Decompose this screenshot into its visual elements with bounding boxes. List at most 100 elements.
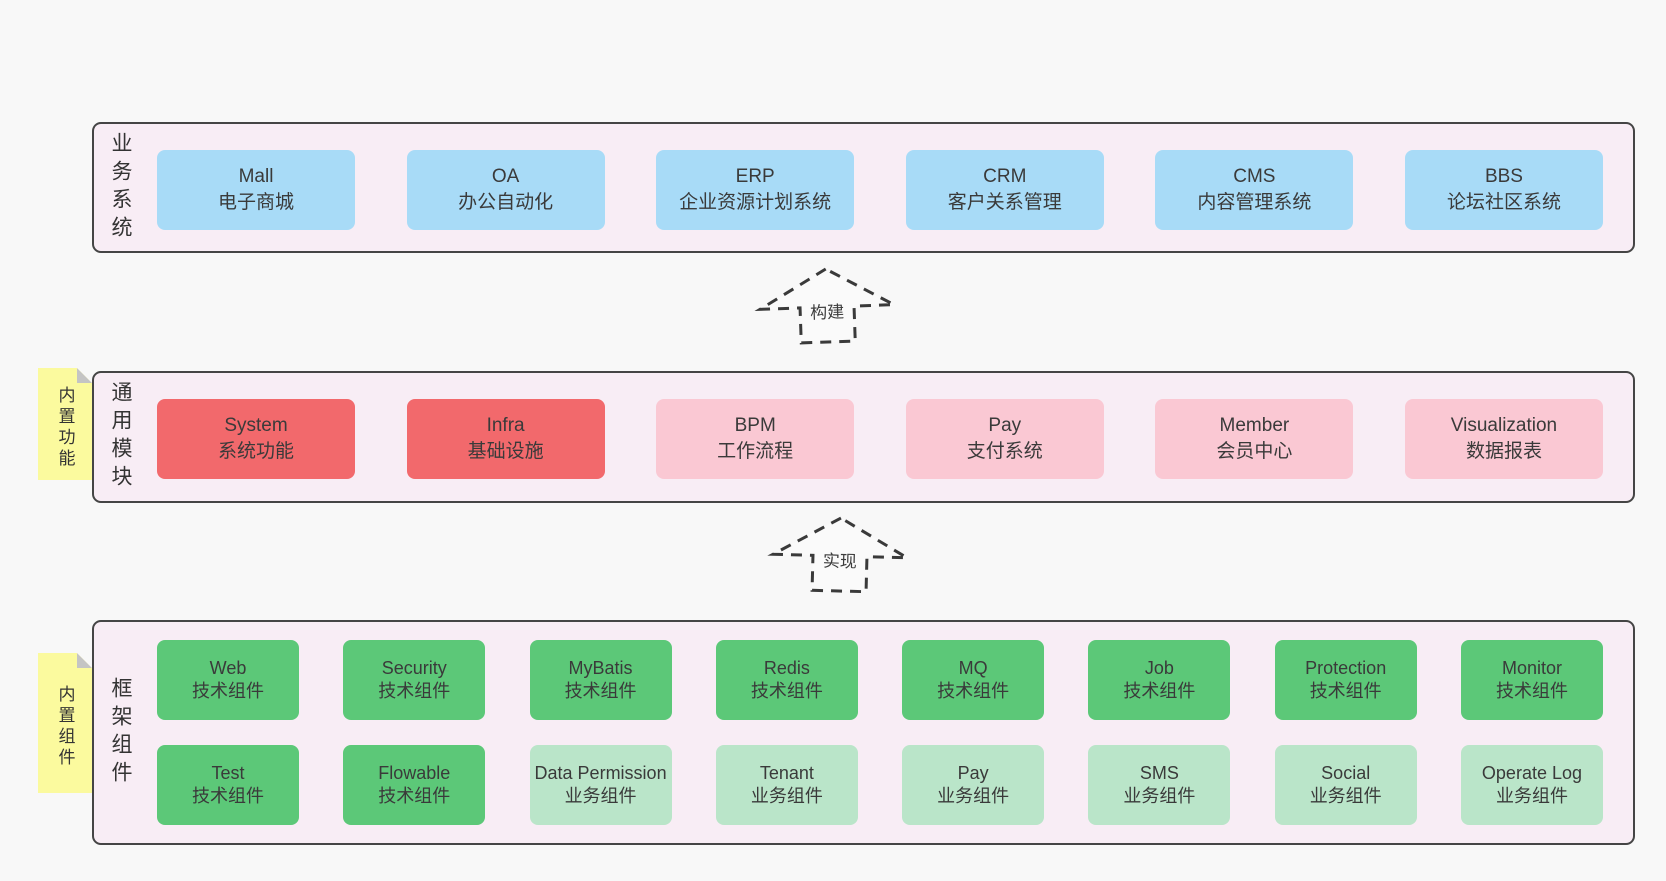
box-subtitle: 论坛社区系统 <box>1446 192 1561 213</box>
box-social: Social 业务组件 <box>1274 745 1417 825</box>
box-flowable: Flowable 技术组件 <box>343 745 486 825</box>
box-title: Redis <box>763 658 810 678</box>
box-subtitle: 企业资源计划系统 <box>679 192 832 213</box>
layer-title-vertical: 框架组件 <box>109 676 132 789</box>
folded-corner-icon <box>77 653 92 668</box>
box-title: CRM <box>983 166 1027 187</box>
box-subtitle: 电子商城 <box>217 192 294 213</box>
box-title: Monitor <box>1501 658 1562 678</box>
box-mybatis: MyBatis 技术组件 <box>529 640 672 720</box>
box-subtitle: 工作流程 <box>717 441 794 462</box>
box-test: Test 技术组件 <box>157 745 299 825</box>
box-title: Infra <box>486 415 525 436</box>
box-title: Security <box>381 658 447 678</box>
box-subtitle: 技术组件 <box>937 681 1010 701</box>
box-erp: ERP 企业资源计划系统 <box>656 150 855 230</box>
box-title: Visualization <box>1450 415 1558 436</box>
box-subtitle: 技术组件 <box>192 681 264 701</box>
box-job: Job 技术组件 <box>1088 640 1231 720</box>
box-system: System 系统功能 <box>157 399 355 479</box>
sticky-note-built-in-components: 内置组件 <box>38 653 92 793</box>
sticky-note-label: 内置功能 <box>55 386 75 470</box>
box-title: Flowable <box>378 763 451 783</box>
box-subtitle: 技术组件 <box>1495 681 1568 701</box>
layer-title-vertical: 通用模块 <box>109 381 132 493</box>
box-title: Job <box>1144 658 1174 678</box>
box-pay: Pay 支付系统 <box>905 399 1104 479</box>
box-subtitle: 业务组件 <box>1123 786 1196 806</box>
box-title: CMS <box>1233 166 1276 187</box>
arrow-label: 构建 <box>806 297 848 324</box>
box-data-permission: Data Permission 业务组件 <box>529 745 672 825</box>
box-mq: MQ 技术组件 <box>902 640 1045 720</box>
box-title: MyBatis <box>568 658 633 678</box>
box-title: Member <box>1219 415 1290 436</box>
box-protection: Protection 技术组件 <box>1274 640 1417 720</box>
layer-common-modules: 通用模块 System 系统功能 Infra 基础设施 BPM 工作流程 Pay 支付系统 Me… <box>92 371 1635 503</box>
box-subtitle: 办公自动化 <box>458 192 554 213</box>
box-title: Protection <box>1305 658 1387 678</box>
folded-corner-icon <box>77 368 92 383</box>
box-subtitle: 技术组件 <box>378 786 451 806</box>
common-modules-row: System 系统功能 Infra 基础设施 BPM 工作流程 Pay 支付系统 Member 会… <box>157 399 1603 479</box>
box-title: BBS <box>1484 166 1523 187</box>
arrow-implement: 实现 <box>764 513 916 597</box>
box-title: Pay <box>957 763 989 783</box>
box-subtitle: 技术组件 <box>1123 681 1196 701</box>
box-subtitle: 技术组件 <box>750 681 823 701</box>
box-subtitle: 技术组件 <box>1309 681 1382 701</box>
layer-title-vertical: 业务系统 <box>109 131 132 244</box>
box-web: Web 技术组件 <box>157 640 299 720</box>
arrow-build: 构建 <box>751 263 904 348</box>
box-subtitle: 业务组件 <box>750 786 823 806</box>
box-title: SMS <box>1139 763 1179 783</box>
box-subtitle: 业务组件 <box>564 786 637 806</box>
box-infra: Infra 基础设施 <box>406 399 605 479</box>
box-title: Operate Log <box>1481 763 1582 783</box>
box-title: ERP <box>735 166 775 187</box>
box-pay: Pay 业务组件 <box>902 745 1045 825</box>
box-subtitle: 会员中心 <box>1216 441 1293 462</box>
box-bpm: BPM 工作流程 <box>656 399 855 479</box>
box-title: System <box>224 415 288 436</box>
box-subtitle: 基础设施 <box>467 441 544 462</box>
box-bbs: BBS 论坛社区系统 <box>1404 150 1603 230</box>
box-title: Test <box>211 763 245 783</box>
box-title: Pay <box>988 415 1022 436</box>
box-monitor: Monitor 技术组件 <box>1460 640 1603 720</box>
box-title: BPM <box>734 415 776 436</box>
box-subtitle: 技术组件 <box>564 681 637 701</box>
box-cms: CMS 内容管理系统 <box>1155 150 1354 230</box>
box-title: Social <box>1321 763 1371 783</box>
box-subtitle: 客户关系管理 <box>947 192 1062 213</box>
box-title: Web <box>209 658 247 678</box>
box-subtitle: 系统功能 <box>217 441 294 462</box>
box-subtitle: 业务组件 <box>937 786 1010 806</box>
box-subtitle: 技术组件 <box>192 786 264 806</box>
box-subtitle: 内容管理系统 <box>1197 192 1312 213</box>
box-title: Data Permission <box>534 763 667 783</box>
sticky-note-label: 内置组件 <box>55 685 75 769</box>
box-title: MQ <box>958 658 988 678</box>
sticky-note-built-in-features: 内置功能 <box>38 368 92 480</box>
box-crm: CRM 客户关系管理 <box>905 150 1104 230</box>
box-subtitle: 支付系统 <box>966 441 1043 462</box>
box-member: Member 会员中心 <box>1155 399 1354 479</box>
box-subtitle: 业务组件 <box>1309 786 1382 806</box>
arrow-label: 实现 <box>819 546 861 573</box>
box-title: Tenant <box>759 763 814 783</box>
box-tenant: Tenant 业务组件 <box>715 745 858 825</box>
box-oa: OA 办公自动化 <box>406 150 605 230</box>
box-subtitle: 技术组件 <box>378 681 451 701</box>
box-redis: Redis 技术组件 <box>715 640 858 720</box>
box-security: Security 技术组件 <box>343 640 486 720</box>
box-title: OA <box>491 166 520 187</box>
